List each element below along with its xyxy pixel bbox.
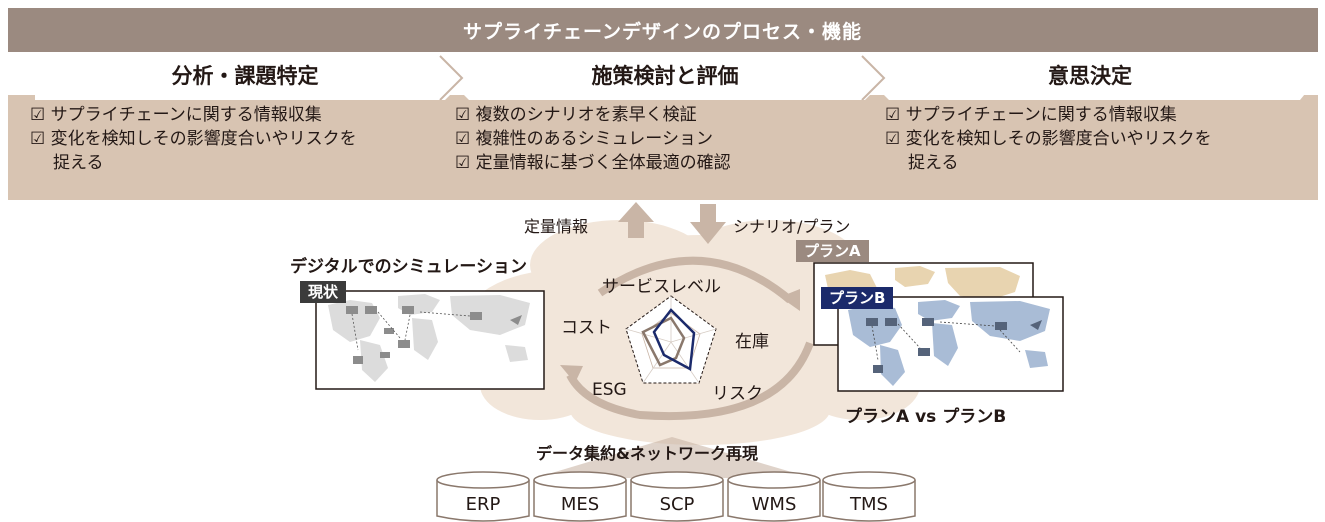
system-scp-label: SCP [659,494,695,515]
phase-chevron-1 [35,56,467,100]
system-erp-label: ERP [465,494,501,515]
phase-chevron-2 [447,56,887,100]
radar-axis-esg: ESG [592,380,627,400]
current-world-map [315,290,545,390]
requirement-item: ☑ 変化を検知しその影響度合いやリスクを [30,129,357,149]
cylinder-erp [436,471,530,522]
phase-chevron-3 [867,56,1318,100]
requirement-item: ☑ サプライチェーンに関する情報収集 [30,105,322,125]
decision-requirements: ☑ サプライチェーンに関する情報収集 ☑ 変化を検知しその影響度合いやリスクを … [885,103,1212,175]
diagram-title: サプライチェーンデザインのプロセス・機能 [462,21,863,43]
requirement-item: ☑ 定量情報に基づく全体最適の確認 [455,153,731,173]
phase-decision-label: 意思決定 [1048,64,1132,88]
cylinder-scp [630,471,724,522]
cycle-arrowhead-bottom [560,365,583,383]
phase-chevrons [35,55,1318,100]
quantitative-info-label: 定量情報 [524,217,589,236]
phase-evaluation-label: 施策検討と評価 [591,64,739,88]
radar-series-current [641,316,686,367]
plan-b-tag: プランB [821,287,894,309]
radar-axis-cost: コスト [561,318,612,338]
requirement-item: ☑ 複雑性のあるシミュレーション [455,129,713,149]
radar-chart [625,295,717,384]
cylinder-mes [533,471,627,522]
cylinder-tms [822,471,916,522]
requirements-band [8,95,1318,200]
analysis-requirements: ☑ サプライチェーンに関する情報収集 ☑ 変化を検知しその影響度合いやリスクを … [30,103,357,175]
plan-comparison-caption: プランA vs プランB [845,407,1007,427]
current-state-tag: 現状 [300,281,347,303]
requirement-item: ☑ 複数のシナリオを素早く検証 [455,105,697,125]
data-aggregation-title: データ集約&ネットワーク再現 [536,444,758,463]
cylinder-wms [727,471,821,522]
phase-analysis-label: 分析・課題特定 [171,64,319,88]
requirement-item-continuation: 捉える [908,153,959,173]
evaluation-requirements: ☑ 複数のシナリオを素早く検証 ☑ 複雑性のあるシミュレーション ☑ 定量情報に… [455,103,731,175]
plan-a-tag: プランA [796,240,869,262]
radar-axis-service-level: サービスレベル [602,277,721,297]
data-triangle [535,437,812,478]
down-arrow [690,204,726,244]
requirement-item: ☑ 変化を検知しその影響度合いやリスクを [885,129,1212,149]
up-arrow [618,202,654,238]
system-wms-label: WMS [751,494,797,515]
requirement-item-continuation: 捉える [53,153,104,173]
system-mes-label: MES [560,494,600,515]
radar-series-plan-b [652,308,696,371]
plan-b-world-map [837,296,1064,392]
title-band [8,8,1318,52]
cycle-arc-bottom [566,341,814,421]
radar-axis-inventory: 在庫 [735,332,769,352]
radar-axis-risk: リスク [712,384,763,404]
scenario-plan-label: シナリオ/プラン [733,217,851,236]
requirement-item: ☑ サプライチェーンに関する情報収集 [885,105,1177,125]
cycle-arrowhead-top [780,289,800,311]
digital-simulation-title: デジタルでのシミュレーション [290,257,527,277]
cycle-arc-top [597,256,793,304]
system-tms-label: TMS [850,494,888,515]
